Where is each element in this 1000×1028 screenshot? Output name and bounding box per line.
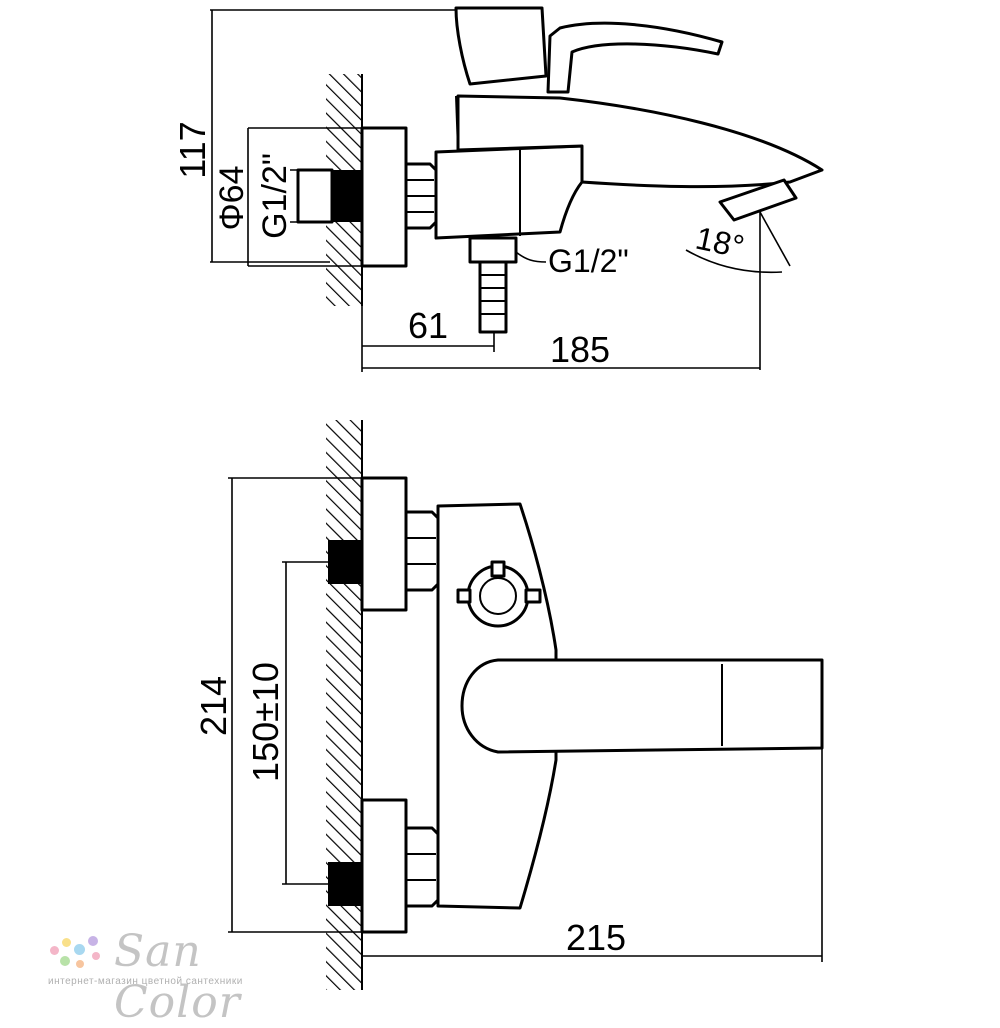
front-dimensions: 214 150±10 215 bbox=[193, 477, 823, 962]
nut-upper bbox=[404, 510, 440, 592]
nut-lower bbox=[404, 826, 440, 908]
dim-outlet-distance-label: 61 bbox=[408, 305, 448, 346]
wall-inlet-black-upper bbox=[328, 540, 362, 584]
dim-height-label: 117 bbox=[172, 121, 213, 178]
dim-inlet-thread-label: G1/2" bbox=[256, 153, 294, 239]
hose-connector bbox=[478, 260, 508, 334]
dim-total-height-label: 214 bbox=[193, 676, 234, 736]
lever bbox=[546, 21, 724, 94]
handle-base bbox=[454, 6, 548, 86]
front-view bbox=[326, 420, 824, 990]
flange-side bbox=[360, 126, 408, 268]
watermark: San Color интернет-магазин цветной санте… bbox=[48, 926, 308, 1028]
dim-outlet-thread-label: G1/2" bbox=[548, 243, 629, 279]
dim-projection-label: 215 bbox=[566, 917, 626, 958]
spout-side bbox=[456, 94, 824, 189]
watermark-dots-icon bbox=[48, 934, 108, 974]
eccentric-pipe bbox=[296, 168, 334, 224]
wall-inlet-black-lower bbox=[328, 862, 362, 906]
technical-drawing: 117 Φ64 G1/2" G1/2" 18° 61 185 bbox=[172, 6, 824, 990]
dim-spout-distance-label: 185 bbox=[550, 329, 610, 370]
flange-lower bbox=[360, 798, 408, 934]
spout-front bbox=[460, 658, 824, 754]
aerator bbox=[718, 178, 798, 222]
diverter-nut bbox=[468, 236, 518, 264]
flange-upper bbox=[360, 476, 408, 612]
wall-inlet-black-top bbox=[328, 170, 362, 222]
watermark-tagline: интернет-магазин цветной сантехники bbox=[48, 976, 243, 987]
dim-inlet-spacing-label: 150±10 bbox=[245, 662, 286, 782]
side-view: 117 Φ64 G1/2" G1/2" 18° 61 185 bbox=[172, 6, 824, 372]
dim-flange-diameter-label: Φ64 bbox=[213, 166, 251, 231]
body-side bbox=[434, 144, 584, 240]
